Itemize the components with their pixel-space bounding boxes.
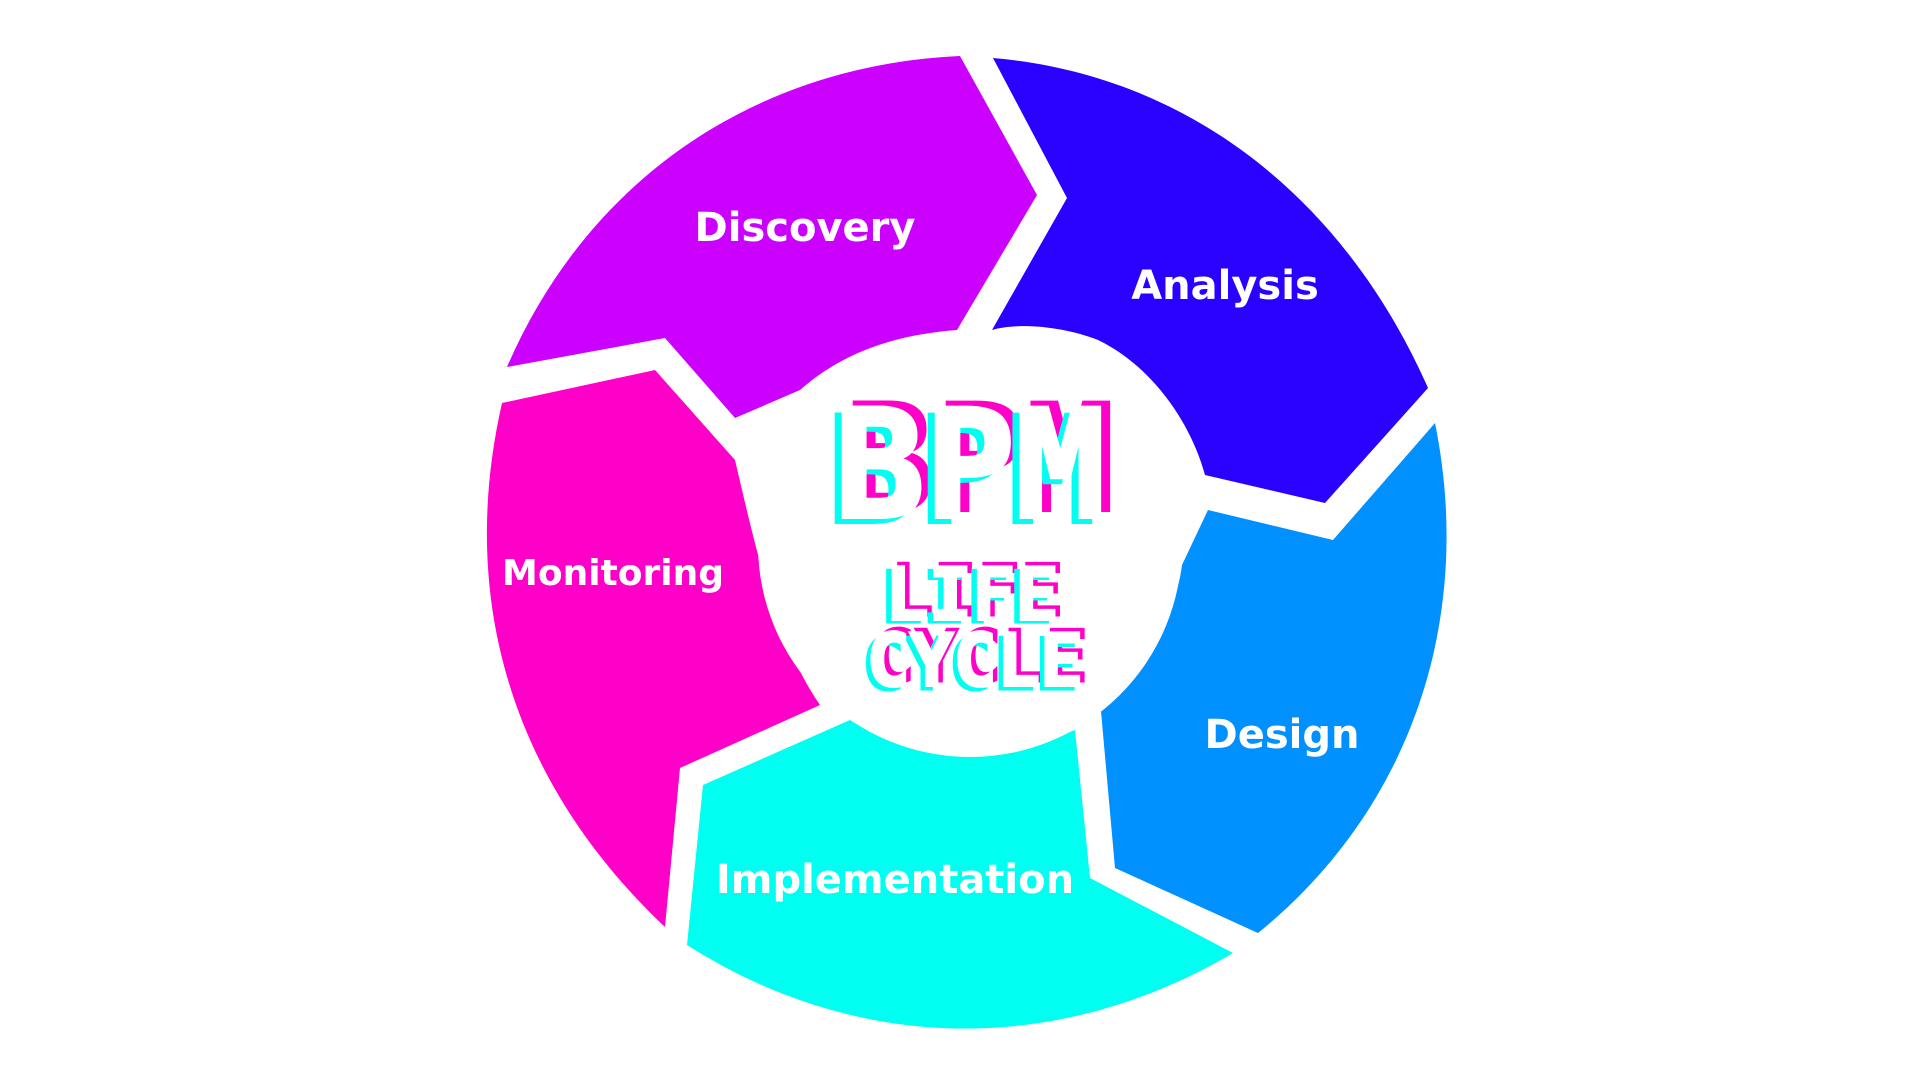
title-bpm-group: BPM BPM BPM — [826, 372, 1117, 560]
title-bpm: BPM — [835, 379, 1106, 553]
label-analysis: Analysis — [1131, 263, 1319, 309]
center-circle — [758, 333, 1182, 757]
segment-discovery — [507, 56, 1037, 418]
title-cycle-cyan-shadow: CYCLE — [862, 623, 1079, 707]
title-cycle-magenta-shadow: CYCLE — [872, 615, 1089, 699]
label-discovery: Discovery — [695, 205, 916, 251]
title-life-cyan-shadow: LIFE — [879, 556, 1052, 640]
title-life-group: LIFE LIFE LIFE — [878, 548, 1064, 641]
label-monitoring: Monitoring — [502, 553, 724, 594]
segment-analysis — [992, 58, 1428, 503]
label-implementation: Implementation — [716, 857, 1074, 903]
label-design: Design — [1205, 712, 1360, 758]
title-bpm-cyan-shadow: BPM — [827, 385, 1098, 559]
segment-implementation — [687, 720, 1233, 1029]
title-cycle-group: CYCLE CYCLE CYCLE — [861, 614, 1090, 708]
title-life-magenta-shadow: LIFE — [890, 549, 1063, 633]
title-bpm-magenta-shadow: BPM — [845, 373, 1116, 547]
segment-monitoring — [486, 370, 820, 927]
segment-design — [1100, 423, 1447, 933]
title-cycle: CYCLE — [867, 619, 1084, 703]
title-life: LIFE — [885, 553, 1058, 637]
